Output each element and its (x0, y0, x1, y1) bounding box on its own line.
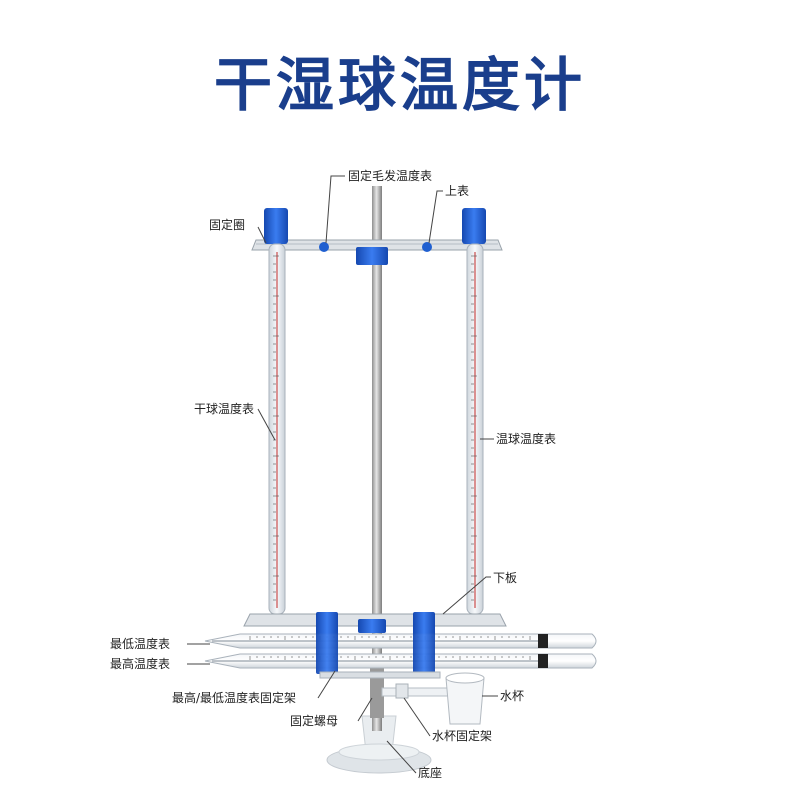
dry-bulb-thermometer (264, 208, 288, 615)
label-fixing-ring: 固定圈 (209, 217, 245, 232)
label-dry-bulb: 干球温度表 (194, 401, 254, 416)
wet-bulb-thermometer (462, 208, 486, 615)
label-upper-plate: 上表 (445, 184, 469, 198)
dry-bulb-scale (273, 255, 279, 601)
minmax-holder-bar (319, 671, 441, 679)
cup-holder (381, 683, 455, 699)
leader-lines (187, 175, 498, 774)
central-rod (372, 186, 382, 731)
label-minmax-holder: 最高/最低温度表固定架 (172, 690, 296, 705)
label-cup-holder: 水杯固定架 (432, 728, 492, 743)
page-title: 干湿球温度计 (213, 51, 586, 119)
label-hair-hygrometer: 固定毛发温度表 (348, 168, 432, 183)
water-cup (445, 672, 485, 725)
min-thermometer (204, 633, 597, 649)
label-base: 底座 (418, 765, 442, 780)
label-fixing-nut: 固定螺母 (290, 713, 338, 728)
label-max-thermometer: 最高温度表 (110, 656, 170, 671)
minmax-holder-clips (316, 630, 435, 674)
base (326, 715, 432, 774)
upper-plate (251, 239, 503, 265)
label-water-cup: 水杯 (500, 689, 524, 703)
lower-rod-bolt (370, 668, 384, 718)
max-thermometer (204, 653, 597, 669)
lower-plate (243, 612, 507, 636)
label-wet-bulb: 温球温度表 (496, 431, 556, 446)
label-lower-plate: 下板 (493, 571, 517, 585)
label-min-thermometer: 最低温度表 (110, 636, 170, 651)
wet-bulb-scale (471, 255, 477, 601)
